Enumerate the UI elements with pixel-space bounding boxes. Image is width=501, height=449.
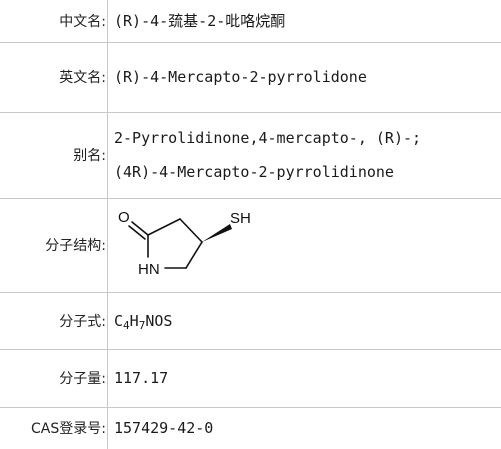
nitrogen-atom-label: HN xyxy=(138,261,160,278)
alias-line-1: 2-Pyrrolidinone,4-mercapto-, (R)-; xyxy=(114,129,422,147)
formula-rest: NOS xyxy=(145,311,173,330)
row-english-name: 英文名: (R)-4-Mercapto-2-pyrrolidone xyxy=(0,42,501,113)
row-molecular-weight: 分子量: 117.17 xyxy=(0,349,501,408)
row-formula: 分子式: C4H7NOS xyxy=(0,292,501,350)
molecule-structure-diagram: O HN SH xyxy=(118,209,251,278)
cas-label: CAS登录号: xyxy=(0,407,108,449)
formula-h-count: 7 xyxy=(138,318,146,332)
structure-value: O HN SH xyxy=(107,198,501,293)
formula-h: H xyxy=(129,311,139,330)
oxygen-atom-label: O xyxy=(118,209,130,226)
wedge-bond xyxy=(202,224,232,242)
formula-c: C xyxy=(114,311,124,330)
ring-bond-c4-c5 xyxy=(185,241,203,269)
ring-bond-c2-c3 xyxy=(147,218,181,236)
ring-bond-c3-c4 xyxy=(179,218,203,243)
thiol-group-label: SH xyxy=(230,210,251,227)
carbonyl-bond-2 xyxy=(128,225,146,240)
chinese-name-label: 中文名: xyxy=(0,0,108,43)
molecular-weight-label: 分子量: xyxy=(0,349,108,408)
alias-line-2: (4R)-4-Mercapto-2-pyrrolidinone xyxy=(114,163,394,181)
row-cas: CAS登录号: 157429-42-0 xyxy=(0,407,501,449)
english-name-label: 英文名: xyxy=(0,42,108,113)
english-name-value: (R)-4-Mercapto-2-pyrrolidone xyxy=(107,42,501,113)
molecular-weight-value: 117.17 xyxy=(107,349,501,408)
aliases-value: 2-Pyrrolidinone,4-mercapto-, (R)-; (4R)-… xyxy=(107,112,501,199)
row-aliases: 别名: 2-Pyrrolidinone,4-mercapto-, (R)-; (… xyxy=(0,112,501,199)
formula-value: C4H7NOS xyxy=(107,292,501,350)
formula-c-count: 4 xyxy=(123,318,130,332)
chinese-name-value: (R)-4-巯基-2-吡咯烷酮 xyxy=(107,0,501,43)
cas-value: 157429-42-0 xyxy=(114,419,214,438)
row-chinese-name: 中文名: (R)-4-巯基-2-吡咯烷酮 xyxy=(0,0,501,43)
formula-label: 分子式: xyxy=(0,292,108,350)
structure-label: 分子结构: xyxy=(0,198,108,293)
carbonyl-bond-1 xyxy=(131,221,149,236)
row-structure: 分子结构: O HN SH xyxy=(0,198,501,293)
aliases-label: 别名: xyxy=(0,112,108,199)
